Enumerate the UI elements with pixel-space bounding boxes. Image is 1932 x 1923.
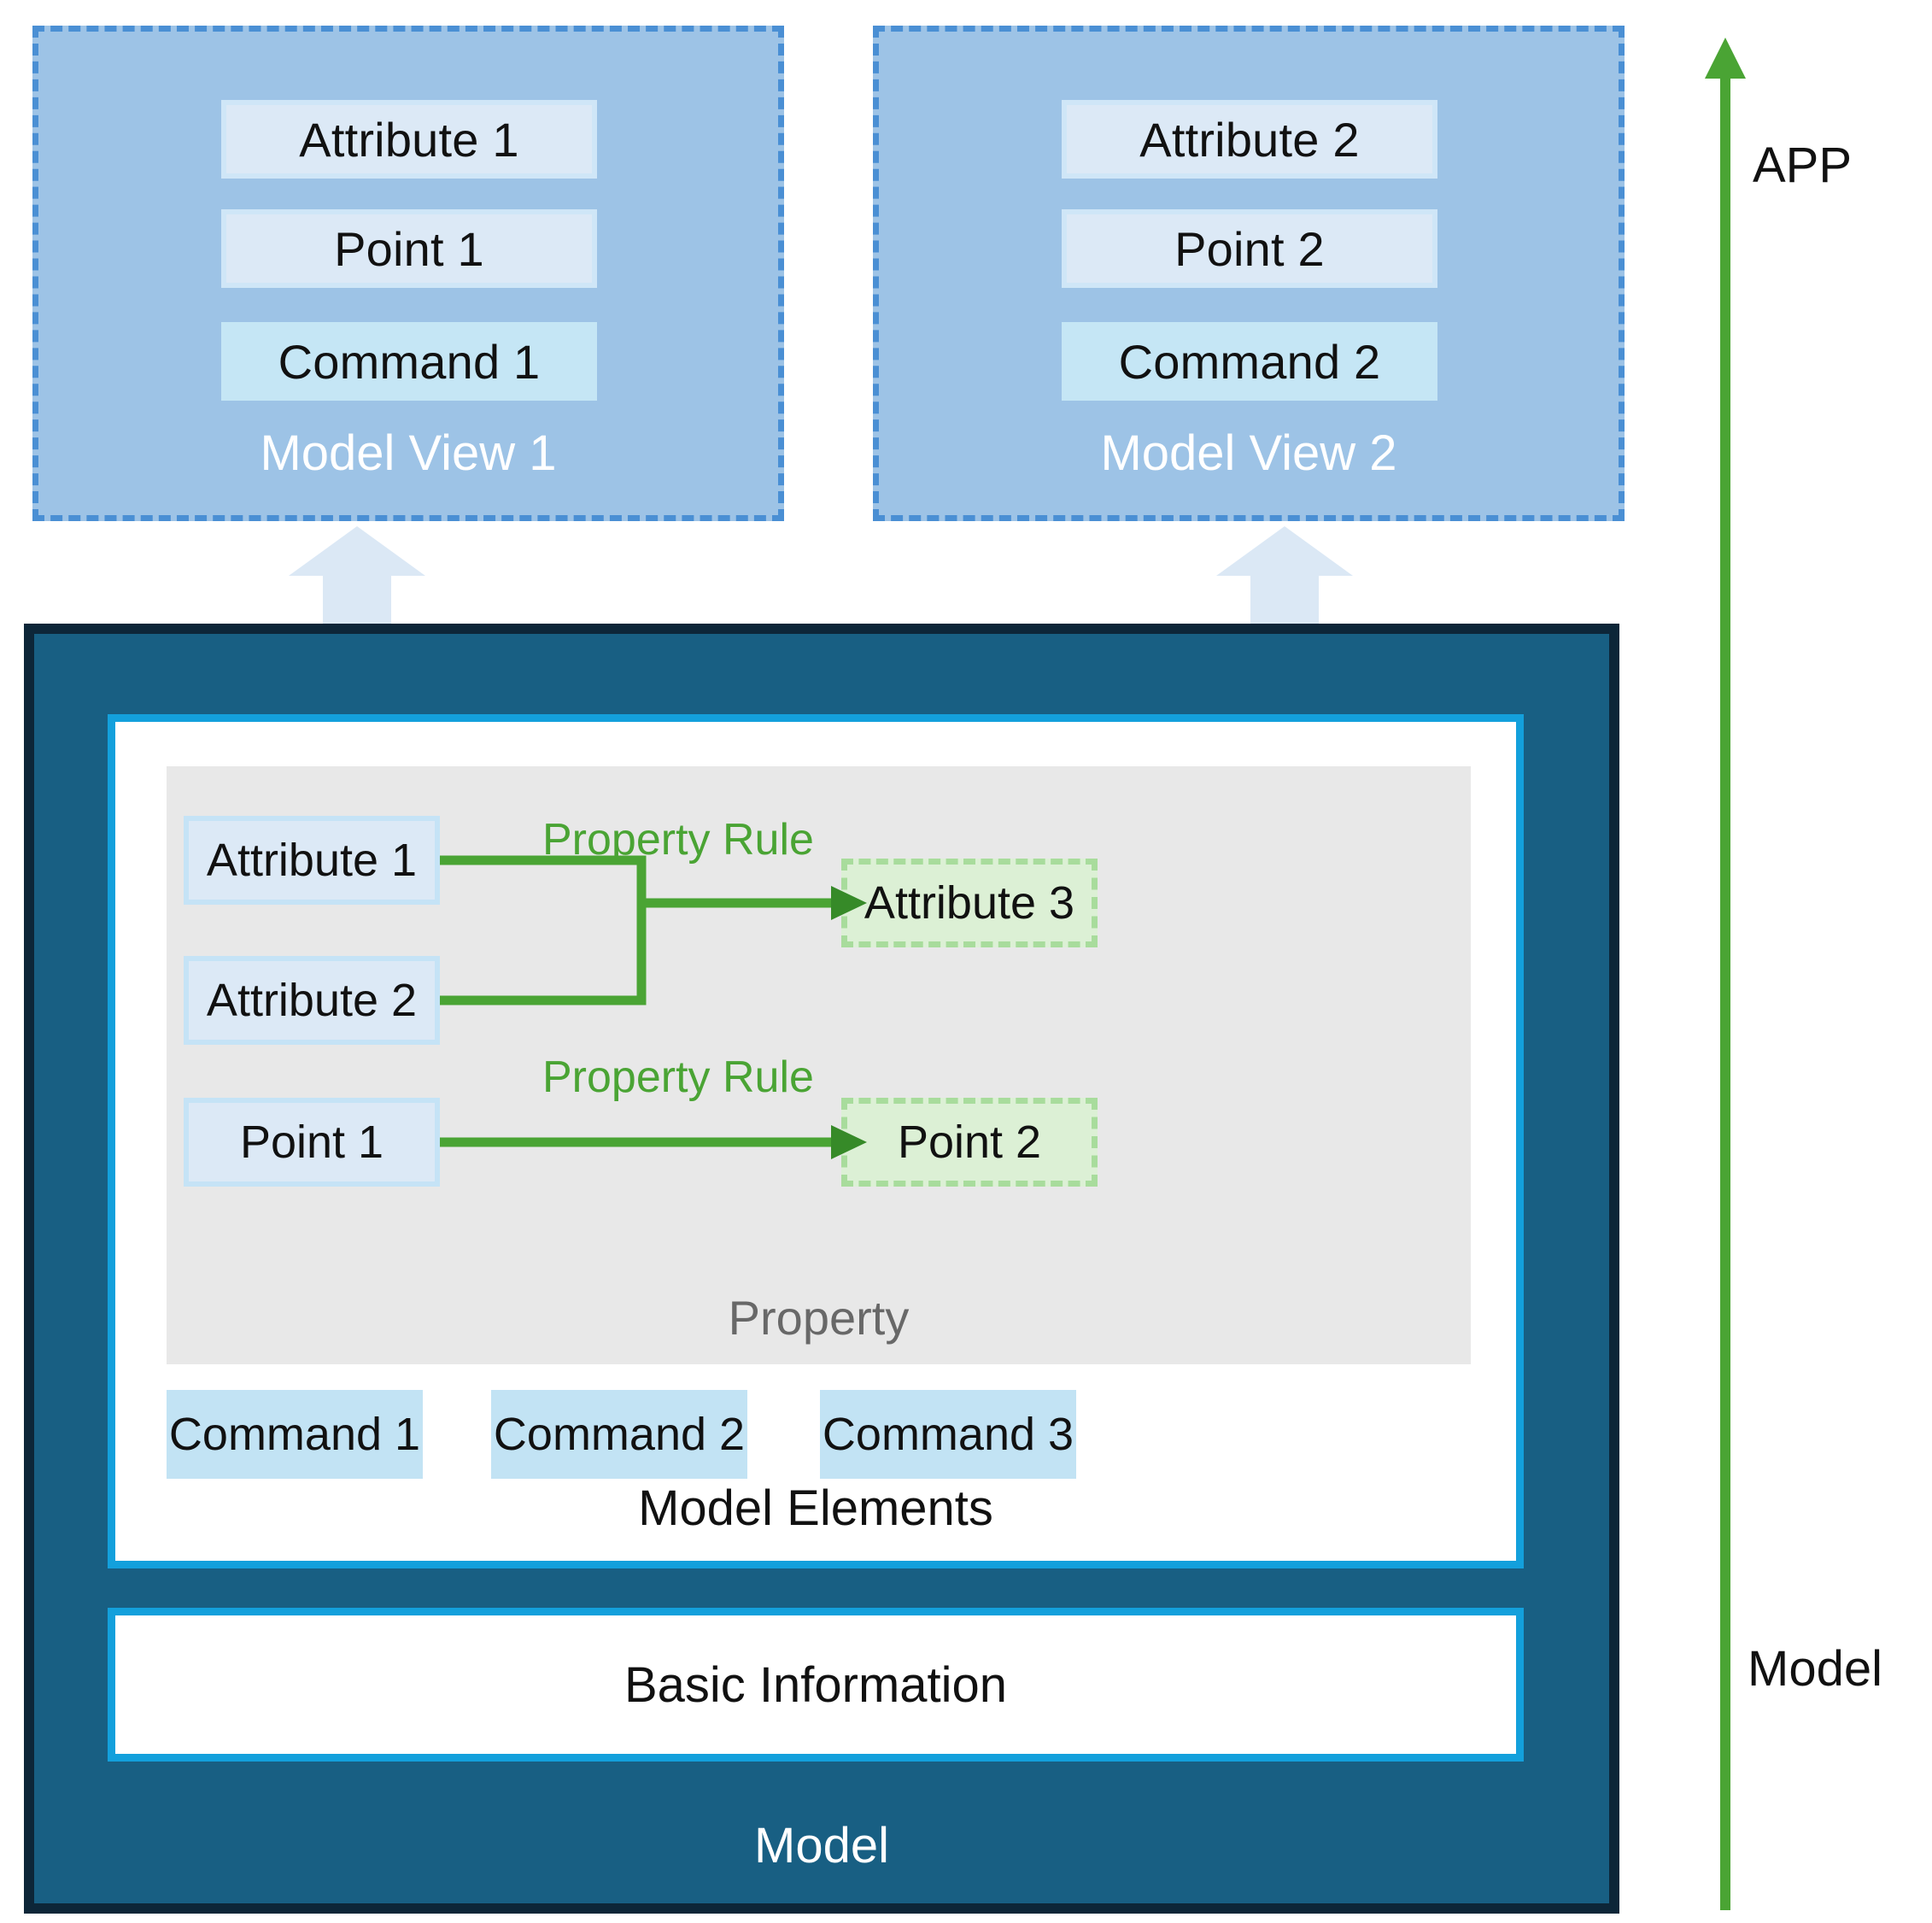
chip-label: Attribute 2 <box>1139 112 1360 167</box>
model-container[interactable]: Attribute 1 Attribute 2 Point 1 Attribut… <box>24 624 1619 1914</box>
property-target-attribute-3[interactable]: Attribute 3 <box>841 859 1098 947</box>
model-elements-panel[interactable]: Attribute 1 Attribute 2 Point 1 Attribut… <box>108 714 1524 1568</box>
chip-label: Attribute 3 <box>864 877 1075 929</box>
chip-label: Attribute 1 <box>299 112 519 167</box>
chip-label: Command 3 <box>822 1409 1074 1460</box>
chip-label: Attribute 2 <box>206 975 418 1026</box>
property-source-attribute-1[interactable]: Attribute 1 <box>184 816 440 905</box>
property-source-attribute-2[interactable]: Attribute 2 <box>184 956 440 1045</box>
property-rule-label-1: Property Rule <box>542 815 814 865</box>
chip-label: Command 1 <box>168 1409 421 1460</box>
model-view-1-panel[interactable]: Attribute 1 Point 1 Command 1 Model View… <box>32 26 784 521</box>
axis-label-model: Model <box>1748 1641 1882 1697</box>
model-view-1-title: Model View 1 <box>260 425 557 481</box>
layer-axis-arrow-icon <box>1705 38 1746 1910</box>
chip-label: Point 1 <box>239 1117 384 1168</box>
chip-label: Point 2 <box>897 1117 1042 1168</box>
upward-block-arrow-icon-2 <box>1216 526 1353 625</box>
property-panel[interactable]: Attribute 1 Attribute 2 Point 1 Attribut… <box>167 766 1471 1364</box>
property-rule-label-2: Property Rule <box>542 1052 814 1102</box>
model-element-command-1[interactable]: Command 1 <box>167 1390 423 1479</box>
model-view-2-title: Model View 2 <box>1100 425 1397 481</box>
chip-label: Command 2 <box>493 1409 746 1460</box>
basic-information-panel[interactable]: Basic Information <box>108 1608 1524 1762</box>
model-view-2-point-chip[interactable]: Point 2 <box>1062 209 1437 288</box>
model-view-1-point-chip[interactable]: Point 1 <box>221 209 597 288</box>
basic-information-caption: Basic Information <box>624 1656 1008 1713</box>
model-element-command-2[interactable]: Command 2 <box>491 1390 747 1479</box>
property-caption: Property <box>728 1291 910 1345</box>
model-elements-caption: Model Elements <box>638 1480 993 1536</box>
model-view-2-attribute-chip[interactable]: Attribute 2 <box>1062 100 1437 179</box>
model-view-1-command-chip[interactable]: Command 1 <box>221 322 597 401</box>
chip-label: Point 2 <box>1174 221 1325 276</box>
chip-label: Command 2 <box>1118 334 1381 389</box>
axis-label-app: APP <box>1753 138 1853 193</box>
model-view-2-panel[interactable]: Attribute 2 Point 2 Command 2 Model View… <box>873 26 1625 521</box>
model-element-command-3[interactable]: Command 3 <box>820 1390 1076 1479</box>
model-caption: Model <box>754 1818 889 1873</box>
upward-block-arrow-icon-1 <box>289 526 425 625</box>
chip-label: Command 1 <box>278 334 541 389</box>
property-target-point-2[interactable]: Point 2 <box>841 1098 1098 1187</box>
chip-label: Point 1 <box>334 221 484 276</box>
model-view-2-command-chip[interactable]: Command 2 <box>1062 322 1437 401</box>
property-source-point-1[interactable]: Point 1 <box>184 1098 440 1187</box>
model-view-1-attribute-chip[interactable]: Attribute 1 <box>221 100 597 179</box>
chip-label: Attribute 1 <box>206 835 418 886</box>
